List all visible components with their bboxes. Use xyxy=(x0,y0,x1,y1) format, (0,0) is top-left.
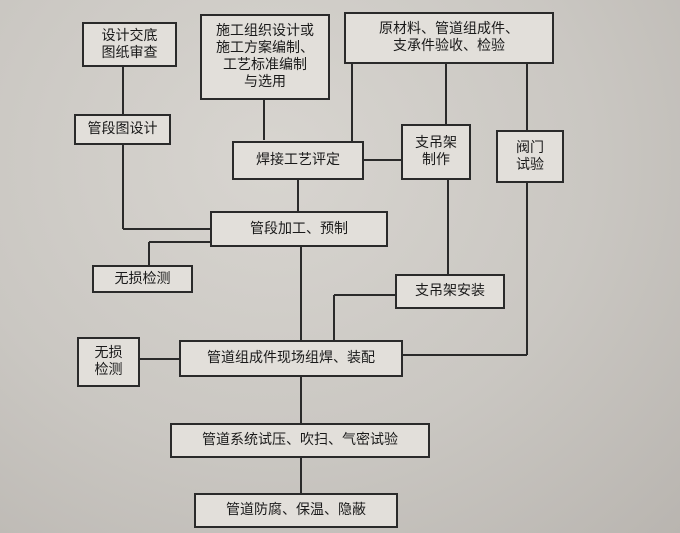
node-welding-qualification: 焊接工艺评定 xyxy=(232,141,364,180)
node-material-inspection: 原材料、管道组成件、 支承件验收、检验 xyxy=(344,12,554,64)
node-field-welding-assembly: 管道组成件现场组焊、装配 xyxy=(179,340,403,377)
node-ndt-2: 无损 检测 xyxy=(77,337,140,387)
node-design-review: 设计交底 图纸审查 xyxy=(82,22,177,67)
node-valve-test: 阀门 试验 xyxy=(496,130,564,183)
node-final-protection: 管道防腐、保温、隐蔽 xyxy=(194,493,398,528)
node-support-installation: 支吊架安装 xyxy=(395,274,505,309)
node-support-fabrication: 支吊架 制作 xyxy=(401,124,471,180)
node-construction-plan: 施工组织设计或 施工方案编制、 工艺标准编制 与选用 xyxy=(200,14,330,100)
node-ndt-1: 无损检测 xyxy=(92,265,193,293)
node-system-test: 管道系统试压、吹扫、气密试验 xyxy=(170,423,430,458)
node-pipe-section-design: 管段图设计 xyxy=(74,114,171,145)
node-pipe-prefabrication: 管段加工、预制 xyxy=(210,211,388,247)
